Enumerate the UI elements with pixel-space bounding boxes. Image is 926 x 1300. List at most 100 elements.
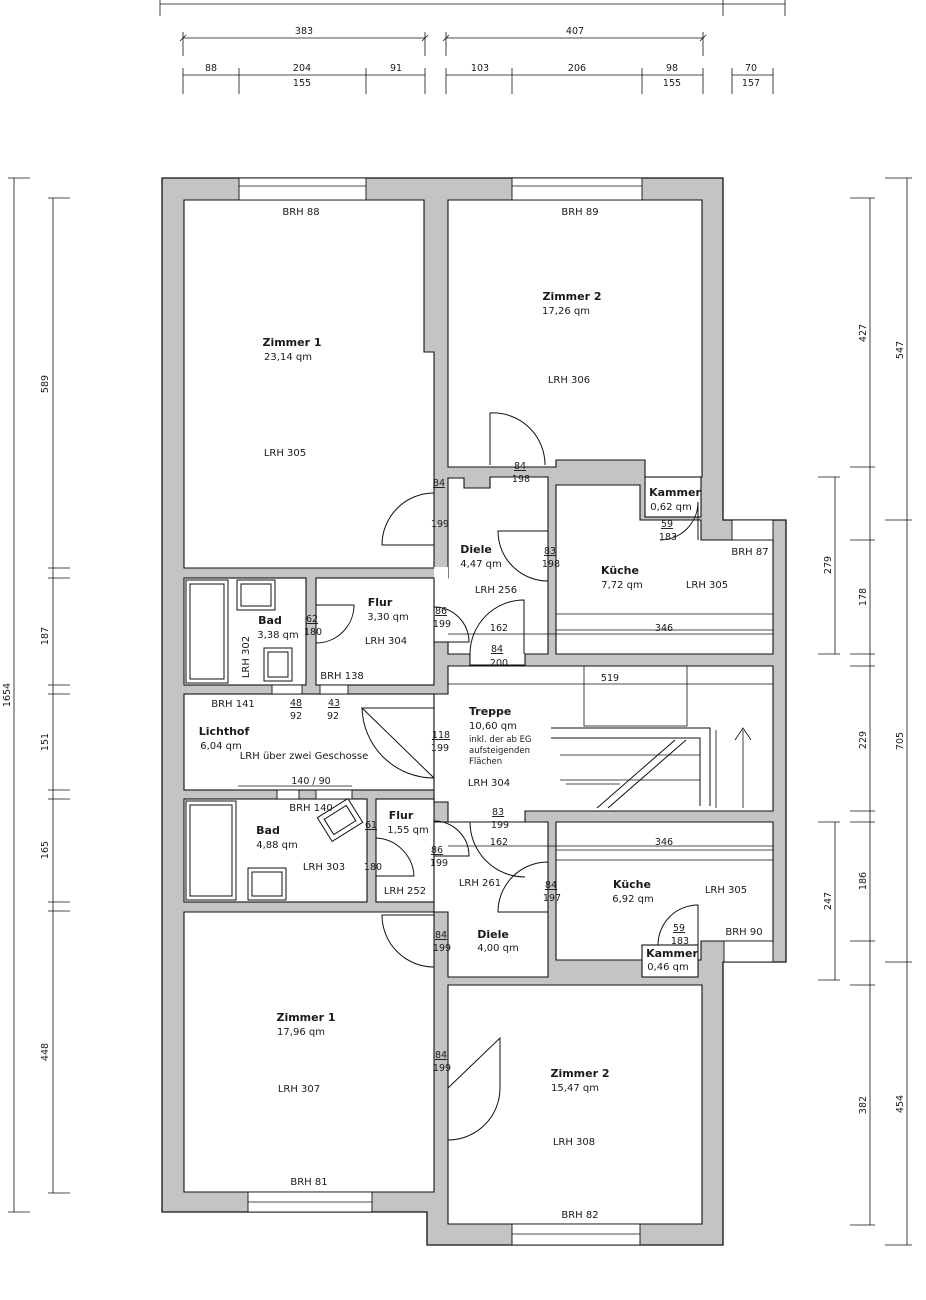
dim-right-247: 247 [823, 892, 834, 910]
room-lrh-zimmer1-bottom: LRH 307 [278, 1084, 320, 1095]
dim-inner-519: 519 [601, 673, 619, 684]
room-lrh-zimmer2-bottom: LRH 308 [553, 1137, 595, 1148]
inner-dimension-lines [238, 633, 773, 847]
dim-right-382: 382 [858, 1096, 869, 1114]
door-w-3: 83 [544, 546, 556, 557]
door-kammer-bottom-h: 183 [671, 936, 689, 947]
room-area-bad-top: 3,38 qm [257, 630, 299, 641]
room-name-flur-bottom: Flur [389, 809, 414, 822]
dim-left-187: 187 [40, 627, 51, 645]
room-note1-treppe: inkl. der ab EG [469, 735, 532, 745]
dim-right-547: 547 [895, 341, 906, 359]
room-name-kueche-top: Küche [601, 564, 639, 577]
room-area-zimmer1-top: 23,14 qm [264, 352, 312, 363]
door-w-6: 84 [491, 644, 503, 655]
room-brh-kueche-top: BRH 87 [731, 547, 768, 558]
dim-right-705: 705 [895, 732, 906, 750]
dim-right-186: 186 [858, 872, 869, 890]
dim-right-178: 178 [858, 588, 869, 606]
door-h-6: 200 [490, 658, 508, 669]
dim-top-383: 383 [295, 26, 313, 37]
room-brh-zimmer1-top: BRH 88 [282, 207, 319, 218]
room-lrh-flur-top: LRH 304 [365, 636, 407, 647]
room-area-diele-top: 4,47 qm [460, 559, 502, 570]
door-kammer-bottom-w: 59 [673, 923, 685, 934]
room-area-treppe: 10,60 qm [469, 721, 517, 732]
dim-top-407: 407 [566, 26, 584, 37]
room-name-bad-bottom: Bad [256, 824, 280, 837]
door-w-4: 62 [306, 614, 318, 625]
door-h-10: 199 [491, 820, 509, 831]
door-w-10: 83 [492, 807, 504, 818]
fixtures [185, 579, 774, 901]
room-floors [183, 199, 774, 1225]
door-h-8: 92 [327, 711, 339, 722]
room-lrh-kueche-top: LRH 305 [686, 580, 728, 591]
dim-left-165: 165 [40, 841, 51, 859]
room-area-kammer-bottom: 0,46 qm [647, 962, 689, 973]
dim-left-448: 448 [40, 1043, 51, 1061]
room-area-zimmer2-bottom: 15,47 qm [551, 1083, 599, 1094]
dim-top-98: 98 [666, 63, 678, 74]
room-name-kammer-top: Kammer [649, 486, 701, 499]
room-area-zimmer1-bottom: 17,96 qm [277, 1027, 325, 1038]
door-w-5: 86 [435, 606, 447, 617]
door-w-12: 86 [431, 845, 443, 856]
room-area-diele-bottom: 4,00 qm [477, 943, 519, 954]
door-w-15: 84 [435, 1050, 447, 1061]
room-name-zimmer1-bottom: Zimmer 1 [276, 1011, 335, 1024]
door-w-7: 48 [290, 698, 302, 709]
room-area-zimmer2-top: 17,26 qm [542, 306, 590, 317]
room-name-diele-bottom: Diele [477, 928, 509, 941]
room-name-kueche-bottom: Küche [613, 878, 651, 891]
door-swings [315, 412, 699, 1141]
room-lrh-treppe: LRH 304 [468, 778, 510, 789]
room-lrh-diele-bottom: LRH 261 [459, 878, 501, 889]
room-brh-flur-top: BRH 138 [320, 671, 364, 682]
left-dimensions: 1654 589 187 151 165 448 [2, 177, 70, 1213]
door-w-14: 84 [435, 930, 447, 941]
door-kammer-top-w: 59 [661, 519, 673, 530]
door-h-13: 197 [543, 893, 561, 904]
dim-right-279: 279 [823, 556, 834, 574]
door-h-14: 199 [433, 943, 451, 954]
dim-top-204: 204 [293, 63, 311, 74]
room-brh-bad-bottom: BRH 140 [289, 803, 333, 814]
room-brh-zimmer1-bottom: BRH 81 [290, 1177, 327, 1188]
room-brh-zimmer2-bottom: BRH 82 [561, 1210, 598, 1221]
door-h-4: 180 [304, 627, 322, 638]
door-labels: 84 199 84 198 83 198 62 180 86 199 84 20… [290, 461, 561, 1074]
door-w-2: 84 [514, 461, 526, 472]
room-brh-zimmer2-top: BRH 89 [561, 207, 598, 218]
door-h-12: 199 [430, 858, 448, 869]
room-lrh-lichthof: LRH über zwei Geschosse [240, 751, 369, 762]
door-h-3: 198 [542, 559, 560, 570]
room-name-zimmer1-top: Zimmer 1 [262, 336, 321, 349]
room-lrh-bad-top: LRH 302 [241, 636, 252, 678]
door-h-11: 180 [364, 862, 382, 873]
room-lrh-diele-top: LRH 256 [475, 585, 517, 596]
room-area-bad-bottom: 4,88 qm [256, 840, 298, 851]
dim-inner-lichthof-window: 140 / 90 [291, 776, 330, 787]
dim-top-91: 91 [390, 63, 402, 74]
room-area-kammer-top: 0,62 qm [650, 502, 692, 513]
door-h-9: 199 [431, 743, 449, 754]
dim-inner-346-top: 346 [655, 623, 673, 634]
dim-top-155b: 155 [663, 78, 681, 89]
room-name-bad-top: Bad [258, 614, 282, 627]
right-dimensions: 547 705 454 427 178 229 186 382 279 247 [818, 177, 912, 1246]
room-brh-kueche-bottom: BRH 90 [725, 927, 762, 938]
dim-top-155a: 155 [293, 78, 311, 89]
top-dimensions: 383 407 88 204 91 103 206 98 70 155 155 … [159, 0, 786, 94]
dim-inner-346-bottom: 346 [655, 837, 673, 848]
door-kammer-top-h: 183 [659, 532, 677, 543]
dim-right-427: 427 [858, 324, 869, 342]
room-lrh-zimmer2-top: LRH 306 [548, 375, 590, 386]
room-area-kueche-bottom: 6,92 qm [612, 894, 654, 905]
door-h-2: 198 [512, 474, 530, 485]
room-name-kammer-bottom: Kammer [646, 947, 698, 960]
inner-dimension-labels: 162 346 519 140 / 90 162 346 [291, 623, 673, 848]
room-area-flur-bottom: 1,55 qm [387, 825, 429, 836]
room-lrh-bad-bottom: LRH 303 [303, 862, 345, 873]
